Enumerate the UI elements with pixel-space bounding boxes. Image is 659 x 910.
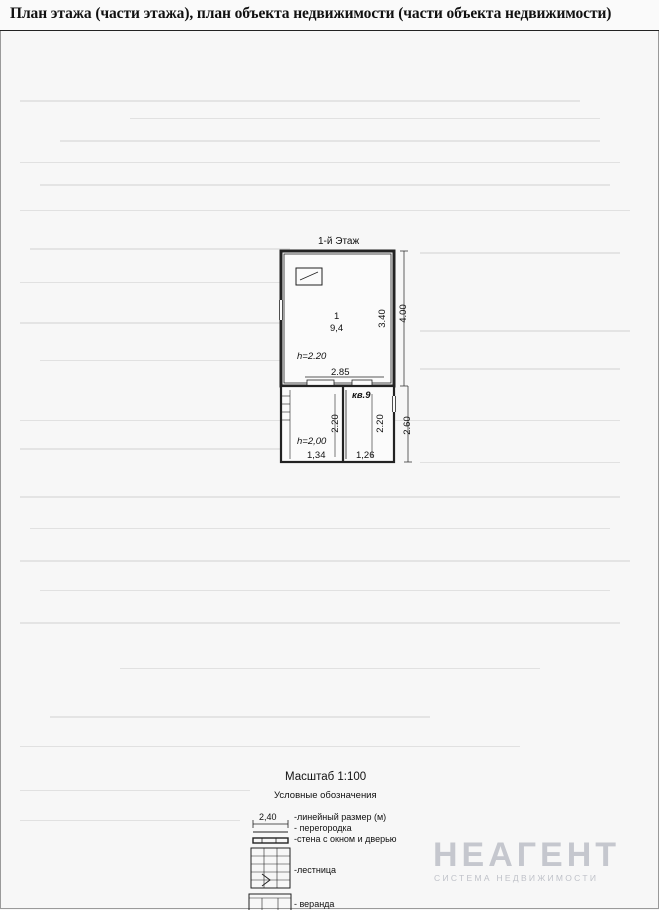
- legend-wall-window-door: -стена с окном и дверью: [294, 834, 397, 844]
- floor-label: 1-й Этаж: [318, 236, 360, 247]
- scale-label: Масштаб 1:100: [285, 771, 367, 783]
- dimension-lower-mid: 2.20: [374, 414, 386, 433]
- dimension-lower-left: 2.20: [329, 414, 341, 433]
- area-veranda: 1,34: [307, 450, 326, 461]
- room-area: 9,4: [330, 323, 344, 334]
- area-apartment: 1,26: [356, 450, 375, 461]
- legend-stairs: -лестница: [294, 865, 337, 875]
- dimension-inner-height: 3.40: [376, 309, 388, 328]
- document-header: План этажа (части этажа), план объекта н…: [0, 0, 659, 31]
- apartment-label: кв.9: [352, 390, 371, 401]
- document-title: План этажа (части этажа), план объекта н…: [10, 5, 612, 22]
- dimension-width: 2.85: [331, 367, 350, 378]
- legend-sample-dimension: 2,40: [259, 812, 277, 822]
- legend-veranda: - веранда: [294, 899, 335, 909]
- room-number: 1: [334, 311, 340, 322]
- watermark-logo: НЕАГЕНТ: [433, 836, 621, 874]
- room-height-main: h=2.20: [297, 351, 327, 362]
- dimension-lower-right: 2.60: [401, 416, 413, 435]
- legend-linear-size: -линейный размер (м): [294, 812, 387, 822]
- watermark-tagline: СИСТЕМА НЕДВИЖИМОСТИ: [434, 873, 599, 883]
- legend-title: Условные обозначения: [274, 790, 377, 801]
- dimension-outer-height: 4.00: [397, 304, 409, 323]
- legend-partition: - перегородка: [294, 823, 352, 833]
- room-height-lower: h=2,00: [297, 436, 327, 447]
